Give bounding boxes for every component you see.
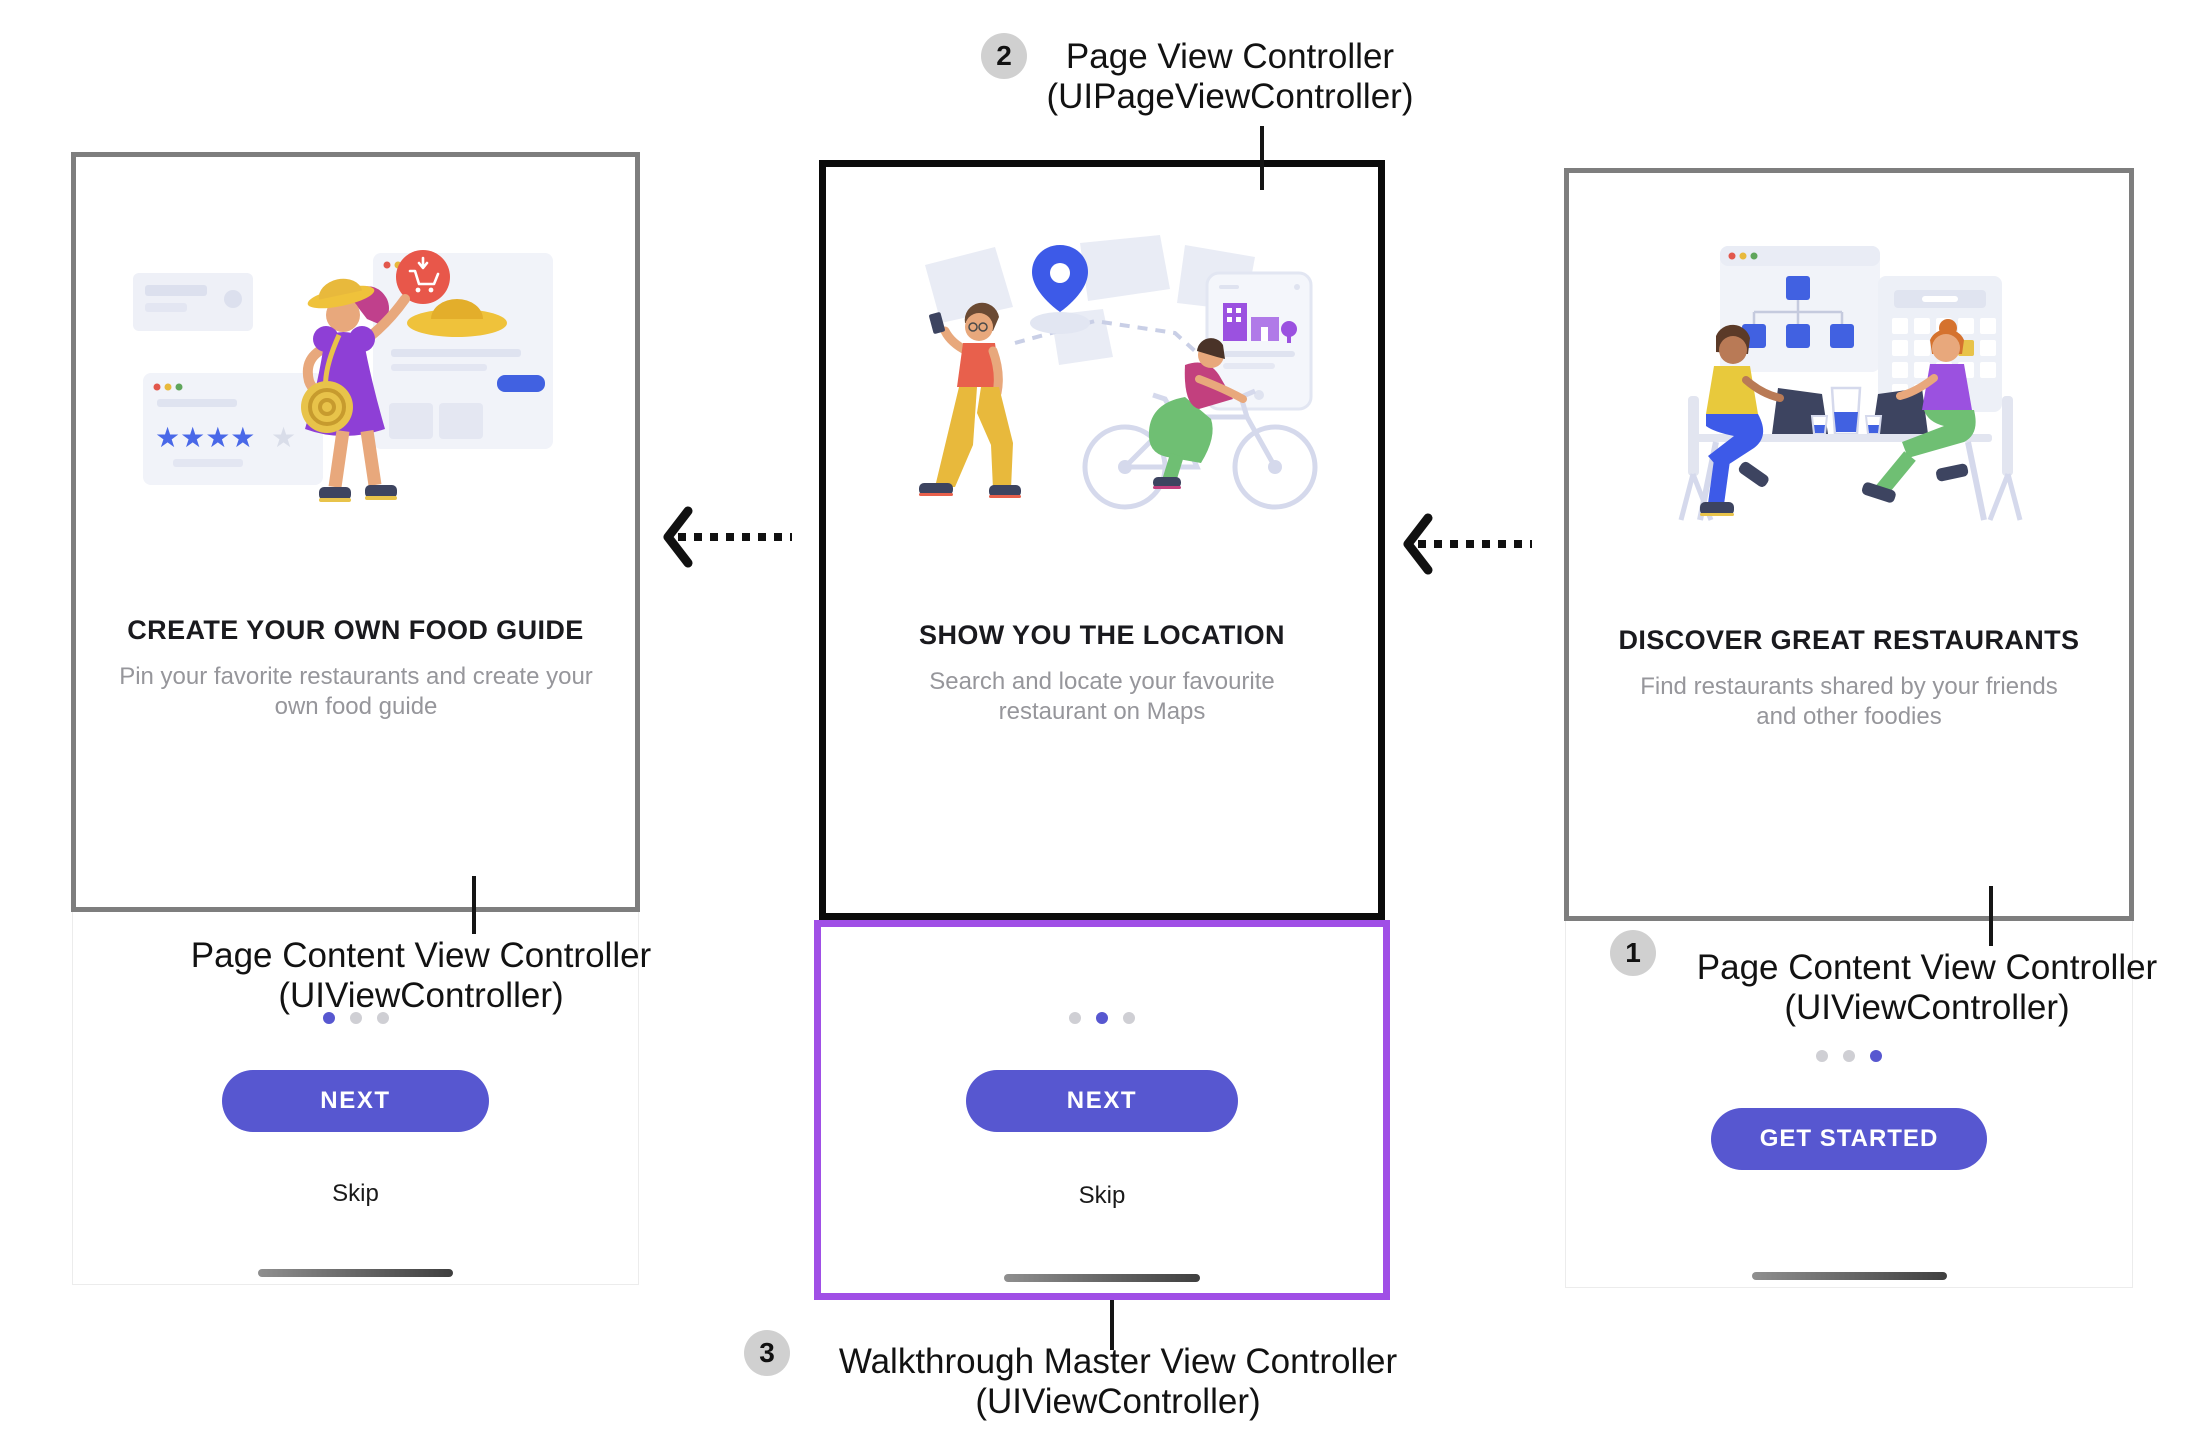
dotted-left-arrow-icon — [1403, 513, 1532, 575]
get-started-button[interactable]: GET STARTED — [1711, 1108, 1987, 1170]
page-dot[interactable] — [1096, 1012, 1108, 1024]
annotation-subtitle: (UIViewController) — [975, 1382, 1261, 1421]
middle-next-button[interactable]: NEXT — [966, 1070, 1238, 1132]
left-annotation-line — [472, 876, 476, 934]
annotation-title: Walkthrough Master View Controller — [838, 1342, 1398, 1381]
annotation-subtitle: (UIViewController) — [278, 976, 564, 1015]
middle-screen-subtitle: Search and locate your favourite restaur… — [929, 668, 1275, 725]
left-illustration-food-guide: ★★★★ ★ — [105, 215, 605, 535]
annotation-subtitle: (UIPageViewController) — [1046, 77, 1414, 116]
page-dot[interactable] — [1123, 1012, 1135, 1024]
middle-page-indicator[interactable] — [819, 1012, 1385, 1024]
middle-home-indicator — [1004, 1274, 1200, 1282]
annotation-right-page-content-vc: 1 Page Content View Controller (UIViewCo… — [1610, 930, 2185, 1028]
page-dot[interactable] — [376, 1012, 389, 1024]
annotation-title: Page View Controller — [1065, 37, 1395, 76]
left-page-indicator[interactable] — [71, 1012, 640, 1024]
cart-badge-icon — [396, 250, 450, 304]
page-dot[interactable] — [349, 1012, 362, 1024]
right-page-indicator[interactable] — [1564, 1050, 2134, 1062]
page-dot[interactable] — [1816, 1050, 1828, 1062]
middle-skip-button[interactable]: Skip — [1078, 1182, 1126, 1209]
page-dot[interactable] — [1870, 1050, 1882, 1062]
annotation-walkthrough-master-vc: 3 Walkthrough Master View Controller (UI… — [744, 1330, 1433, 1422]
page-dot[interactable] — [322, 1012, 335, 1024]
step-badge-2: 2 — [981, 33, 1027, 79]
annotation-page-view-controller: 2 Page View Controller (UIPageViewContro… — [981, 33, 1420, 117]
bottom-annotation-line — [1110, 1300, 1114, 1350]
step-badge-3: 3 — [744, 1330, 790, 1376]
left-home-indicator — [258, 1269, 453, 1277]
annotation-left-page-content-vc: Page Content View Controller (UIViewCont… — [171, 936, 671, 1016]
left-next-button[interactable]: NEXT — [222, 1070, 489, 1132]
annotation-title: Page Content View Controller — [190, 936, 652, 975]
annotation-title: Page Content View Controller — [1696, 948, 2158, 987]
svg-text:★: ★ — [271, 422, 296, 453]
left-skip-button[interactable]: Skip — [332, 1180, 379, 1207]
middle-illustration-location — [855, 215, 1355, 545]
page-dot[interactable] — [1069, 1012, 1081, 1024]
map-pin-icon — [1032, 245, 1088, 312]
right-screen-title: DISCOVER GREAT RESTAURANTS — [1618, 625, 2080, 655]
right-screen-subtitle: Find restaurants shared by your friends … — [1640, 673, 2058, 730]
left-screen-subtitle: Pin your favorite restaurants and create… — [119, 663, 593, 720]
right-illustration-restaurants — [1600, 228, 2100, 538]
right-annotation-line — [1989, 886, 1993, 946]
right-home-indicator — [1752, 1272, 1947, 1280]
left-screen-title: CREATE YOUR OWN FOOD GUIDE — [127, 615, 584, 645]
annotation-subtitle: (UIViewController) — [1784, 988, 2070, 1027]
dotted-left-arrow-icon — [663, 506, 792, 568]
top-annotation-line — [1260, 126, 1264, 190]
middle-screen-title: SHOW YOU THE LOCATION — [919, 620, 1285, 650]
step-badge-1: 1 — [1610, 930, 1656, 976]
page-dot[interactable] — [1843, 1050, 1855, 1062]
rating-stars-icon: ★★★★ — [155, 422, 255, 453]
right-phone-lower-section — [1565, 921, 2133, 1288]
